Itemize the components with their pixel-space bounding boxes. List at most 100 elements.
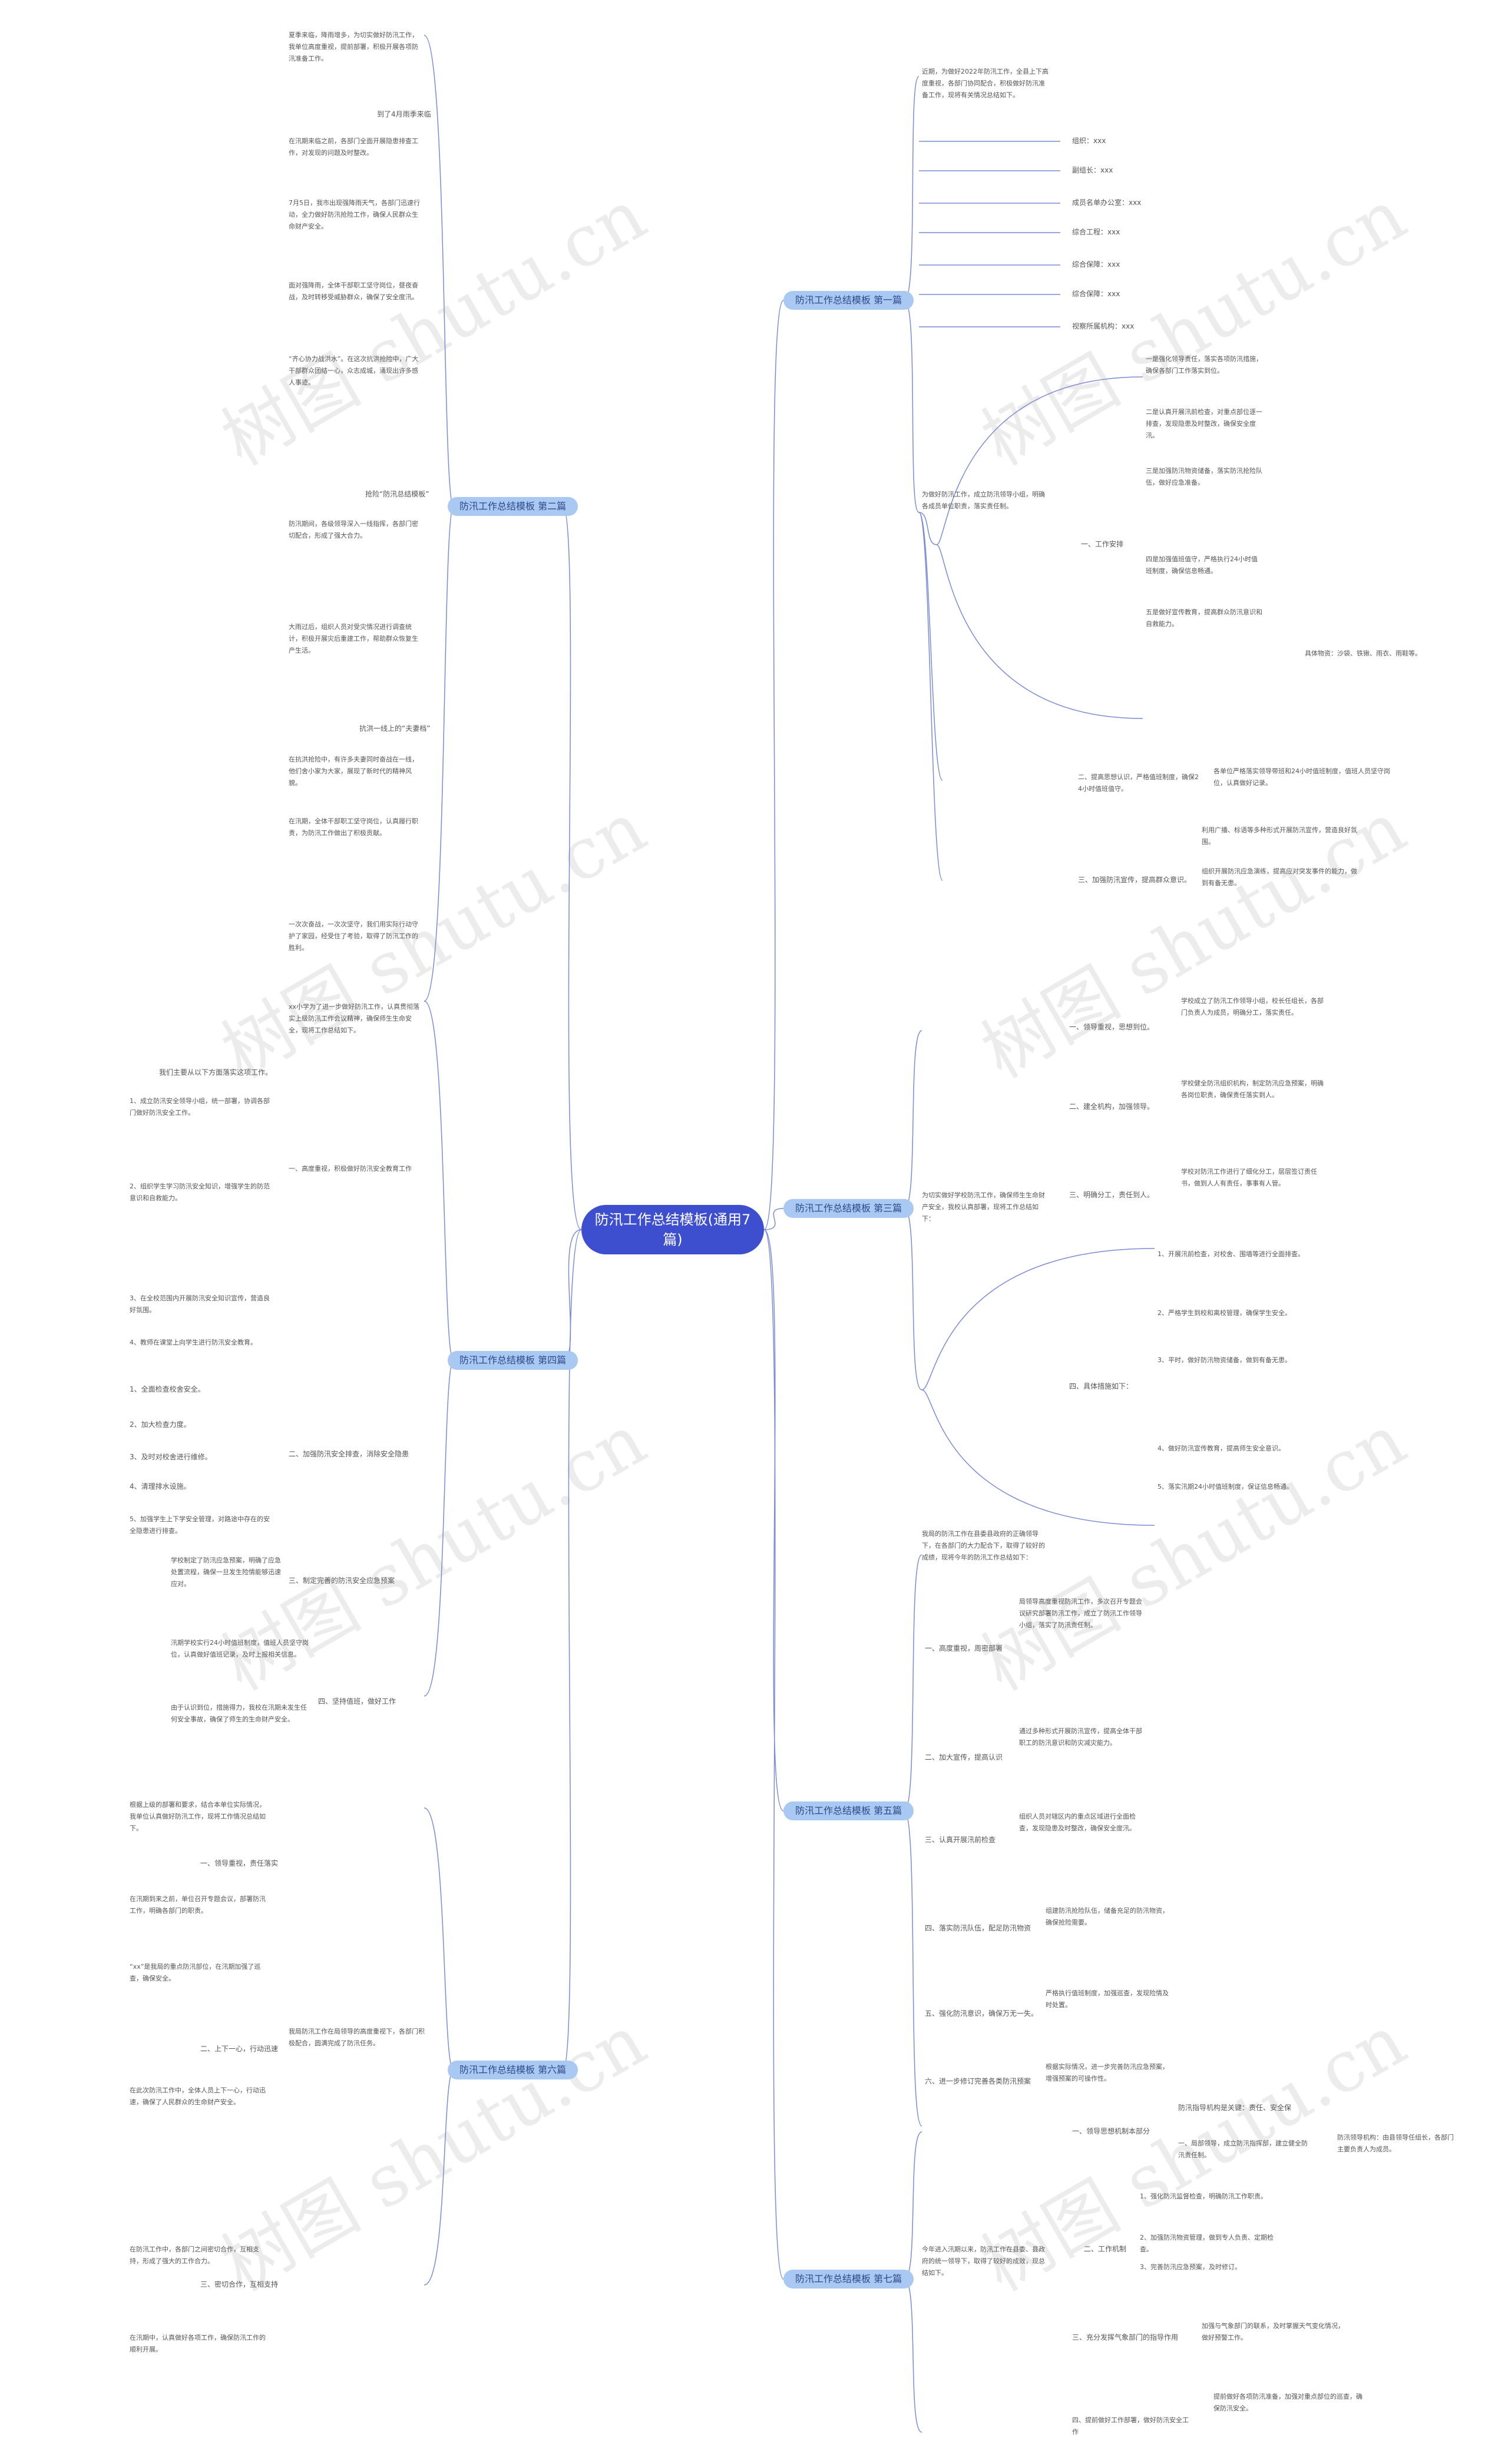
b6-sec3: 三、密切合作，互相支持	[200, 2280, 279, 2289]
b2-p1: 夏季来临，降雨增多，为切实做好防汛工作，我单位高度重视，提前部署，积极开展各项防…	[289, 31, 418, 62]
b4-sec4: 四、坚持值班，做好工作	[318, 1697, 396, 1705]
b4-item2: 4、清理排水设施。	[130, 1482, 191, 1491]
b5-item-label: 三、认真开展汛前检查	[925, 1836, 996, 1844]
b4-sec4-text: 汛期学校实行24小时值班制度，值班人员坚守岗位，认真做好值班记录，及时上报相关信…	[171, 1639, 309, 1658]
b1-sec3: 三、加强防汛宣传，提高群众意识。	[1078, 876, 1192, 884]
b3-intro: 为切实做好学校防汛工作，确保师生生命财产安全，我校认真部署，现将工作总结如下：	[922, 1191, 1045, 1223]
b7-sec2-item: 2、加强防汛物资管理，做到专人负责、定期检查。	[1140, 2234, 1274, 2253]
branch-5[interactable]: 防汛工作总结模板 第五篇	[783, 1801, 914, 1820]
b4-sec1: 一、高度重视，积极做好防汛安全教育工作	[289, 1165, 412, 1173]
b1-work-label: 一、工作安排	[1081, 540, 1124, 548]
b3-measure: 5、落实汛期24小时值班制度，保证信息畅通。	[1158, 1483, 1293, 1491]
b3-item-label: 一、领导重视，思想到位。	[1069, 1023, 1155, 1031]
branch-3[interactable]: 防汛工作总结模板 第三篇	[783, 1199, 914, 1218]
b2-p3: 7月5日，我市出现强降雨天气，各部门迅速行动，全力做好防汛抢险工作，确保人民群众…	[289, 199, 420, 230]
b3-item-text: 学校成立了防汛工作领导小组，校长任组长，各部门负责人为成员，明确分工，落实责任。	[1181, 997, 1324, 1016]
b2-p6: 防汛期间，各级领导深入一线指挥，各部门密切配合，形成了强大合力。	[289, 520, 418, 539]
b3-item-text: 学校对防汛工作进行了细化分工，层层签订责任书，做到人人有责任，事事有人管。	[1181, 1168, 1317, 1187]
b5-item-label: 二、加大宣传，提高认识	[925, 1753, 1003, 1761]
b5-item-text: 组建防汛抢险队伍，储备充足的防汛物资，确保抢险需要。	[1046, 1907, 1169, 1926]
b2-p2: 在汛期来临之前，各部门全面开展隐患排查工作，对发现的问题及时整改。	[289, 137, 418, 157]
b2-p4: 面对强降雨，全体干部职工坚守岗位，昼夜奋战，及时转移受威胁群众，确保了安全度汛。	[289, 281, 418, 301]
b2-p8: 在抗洪抢险中，有许多夫妻同时奋战在一线，他们舍小家为大家，展现了新时代的精神风貌…	[289, 756, 418, 787]
b4-item2: 1、全面检查校舍安全。	[130, 1385, 205, 1393]
b2-p9: 在汛期，全体干部职工坚守岗位，认真履行职责，为防汛工作做出了积极贡献。	[289, 817, 418, 837]
b7-sec3-text: 加强与气象部门的联系，及时掌握天气变化情况，做好预警工作。	[1202, 2322, 1344, 2342]
b4-item1: 3、在全校范围内开展防汛安全知识宣传，营造良好氛围。	[130, 1294, 270, 1314]
b7-sec4: 四、提前做好工作部署，做好防汛安全工作	[1072, 2416, 1189, 2436]
b2-s2: 抢险“防汛总结模板”	[365, 490, 429, 498]
b5-item-text: 组织人员对辖区内的重点区域进行全面检查，发现隐患及时整改，确保安全度汛。	[1019, 1813, 1136, 1832]
b7-sec1b-text: 防汛领导机构：由县领导任组长，各部门主要负责人为成员。	[1337, 2134, 1454, 2153]
branch-1[interactable]: 防汛工作总结模板 第一篇	[783, 291, 914, 310]
root-label: 防汛工作总结模板(通用7篇)	[594, 1211, 751, 1248]
root-node[interactable]: 防汛工作总结模板(通用7篇)	[581, 1205, 764, 1254]
b4-sec4-text2: 由于认识到位，措施得力，我校在汛期未发生任何安全事故，确保了师生的生命财产安全。	[171, 1704, 307, 1723]
b7-sec2: 二、工作机制	[1084, 2245, 1127, 2253]
b3-item-label: 二、建全机构，加强领导。	[1069, 1102, 1155, 1111]
b6-p3: 我局防汛工作在局领导的高度重视下，各部门积极配合，圆满完成了防汛任务。	[289, 2028, 425, 2047]
branch-2[interactable]: 防汛工作总结模板 第二篇	[448, 497, 578, 516]
b6-p6: 在汛期中，认真做好各项工作，确保防汛工作的顺利开展。	[130, 2334, 266, 2353]
b5-item-label: 一、高度重视，周密部署	[925, 1644, 1003, 1652]
b4-item2: 3、及时对校舍进行维修。	[130, 1453, 212, 1461]
b4-item1: 2、组织学生学习防汛安全知识，增强学生的防范意识和自救能力。	[130, 1183, 270, 1202]
b3-measure: 2、严格学生到校和离校管理，确保学生安全。	[1158, 1309, 1291, 1317]
b7-intro: 今年进入汛期以来，防汛工作在县委、县政府的统一领导下，取得了较好的成效，现总结如…	[922, 2246, 1045, 2277]
b6-p2: “xx”是我局的重点防汛部位，在汛期加强了巡查，确保安全。	[130, 1963, 261, 1982]
b2-s1: 到了4月雨季来临	[377, 110, 431, 118]
b3-measure: 4、做好防汛宣传教育，提高师生安全意识。	[1158, 1445, 1285, 1452]
b3-item-label: 四、具体措施如下：	[1069, 1382, 1133, 1390]
b4-sec2: 二、加强防汛安全排查，消除安全隐患	[289, 1450, 409, 1458]
b3-measure: 3、平时，做好防汛物资储备，做到有备无患。	[1158, 1356, 1291, 1364]
b1-item: 综合保障：xxx	[1072, 260, 1120, 269]
b4-item1: 1、成立防汛安全领导小组，统一部署，协调各部门做好防汛安全工作。	[130, 1097, 270, 1117]
b1-intro: 近期，为做好2022年防汛工作，全县上下高度重视，各部门协同配合，积极做好防汛准…	[922, 68, 1049, 99]
b1-item: 视察所属机构：xxx	[1072, 322, 1135, 330]
b7-sec2-item: 3、完善防汛应急预案，及时修订。	[1140, 2263, 1241, 2271]
b3-item-text: 学校健全防汛组织机构，制定防汛应急预案，明确各岗位职责，确保责任落实到人。	[1181, 1079, 1324, 1099]
b6-p5: 在防汛工作中，各部门之间密切合作，互相支持，形成了强大的工作合力。	[130, 2246, 259, 2265]
b1-item: 副组长：xxx	[1072, 166, 1113, 174]
b6-p1: 在汛期到来之前，单位召开专题会议，部署防汛工作，明确各部门的职责。	[130, 1895, 266, 1915]
b7-sec2-item: 1、强化防汛监督检查，明确防汛工作职责。	[1140, 2193, 1267, 2200]
b4-s0: 我们主要从以下方面落实这项工作。	[159, 1068, 273, 1077]
b1-work-item: 三是加强防汛物资储备，落实防汛抢险队伍，做好应急准备。	[1146, 467, 1262, 486]
b4-sec3-text: 学校制定了防汛应急预案，明确了应急处置流程，确保一旦发生险情能够迅速应对。	[171, 1556, 281, 1588]
b7-sec3: 三、充分发挥气象部门的指导作用	[1072, 2333, 1179, 2342]
b5-item-text: 通过多种形式开展防汛宣传，提高全体干部职工的防汛意识和防灾减灾能力。	[1019, 1727, 1142, 1747]
b1-item: 成员名单办公室：xxx	[1072, 198, 1142, 207]
branch-6[interactable]: 防汛工作总结模板 第六篇	[448, 2061, 578, 2079]
b1-item: 综合保障：xxx	[1072, 290, 1120, 298]
b4-item2: 2、加大检查力度。	[130, 1420, 191, 1429]
b2-p5: “齐心协力战洪水”。在这次抗洪抢险中，广大干部群众团结一心，众志成城，涌现出许多…	[289, 355, 419, 386]
b6-p4: 在此次防汛工作中，全体人员上下一心，行动迅速，确保了人民群众的生命财产安全。	[130, 2087, 266, 2106]
b5-item-text: 严格执行值班制度，加强巡查，发现险情及时处置。	[1046, 1989, 1169, 2009]
b6-intro: 根据上级的部署和要求，结合本单位实际情况，我单位认真做好防汛工作，现将工作情况总…	[130, 1801, 266, 1832]
b4-intro: xx小学为了进一步做好防汛工作，认真贯彻落实上级防汛工作会议精神，确保师生生命安…	[289, 1003, 420, 1034]
b4-item2b: 5、加强学生上下学安全管理，对路途中存在的安全隐患进行排查。	[130, 1515, 270, 1535]
b6-sec2: 二、上下一心，行动迅速	[200, 2045, 279, 2053]
b4-item1: 4、教师在课堂上向学生进行防汛安全教育。	[130, 1339, 257, 1346]
b1-work-item: 四是加强值班值守，严格执行24小时值班制度，确保信息畅通。	[1146, 555, 1258, 575]
b7-sec1: 一、领导思想机制本部分	[1072, 2127, 1150, 2135]
b1-sec3-item: 组织开展防汛应急演练，提高应对突发事件的能力，做到有备无患。	[1202, 867, 1357, 887]
b2-s3: 抗洪一线上的“夫妻档”	[359, 724, 431, 733]
b2-p10: 一次次奋战，一次次坚守，我们用实际行动守护了家园，经受住了考验，取得了防汛工作的…	[289, 920, 418, 952]
b5-item-label: 五、强化防汛意识，确保万无一失。	[925, 2009, 1039, 2018]
b5-item-label: 四、落实防汛队伍，配足防汛物资	[925, 1924, 1031, 1932]
branch-7[interactable]: 防汛工作总结模板 第七篇	[783, 2270, 914, 2289]
b1-sec3-item: 利用广播、标语等多种形式开展防汛宣传，营造良好氛围。	[1202, 826, 1357, 846]
b1-work-item: 二是认真开展汛前检查，对重点部位逐一排查，发现隐患及时整改，确保安全度汛。	[1146, 408, 1262, 439]
b7-sec4-text: 提前做好各项防汛准备，加强对重点部位的巡查，确保防汛安全。	[1213, 2393, 1363, 2412]
b1-work-item: 一是强化领导责任，落实各项防汛措施，确保各部门工作落实到位。	[1146, 355, 1262, 375]
b2-p7: 大雨过后，组织人员对受灾情况进行调查统计，积极开展灾后重建工作，帮助群众恢复生产…	[289, 623, 418, 654]
b5-item-label: 六、进一步修订完善各类防汛预案	[925, 2077, 1031, 2085]
b1-work-item: 五是做好宣传教育，提高群众防汛意识和自救能力。	[1146, 608, 1262, 628]
branch-4[interactable]: 防汛工作总结模板 第四篇	[448, 1351, 578, 1370]
b5-item-text: 局领导高度重视防汛工作，多次召开专题会议研究部署防汛工作，成立了防汛工作领导小组…	[1019, 1598, 1142, 1629]
b1-item: 组织：xxx	[1072, 137, 1106, 145]
b5-intro: 我局的防汛工作在县委县政府的正确领导下，在各部门的大力配合下，取得了较好的成绩，…	[922, 1530, 1045, 1561]
